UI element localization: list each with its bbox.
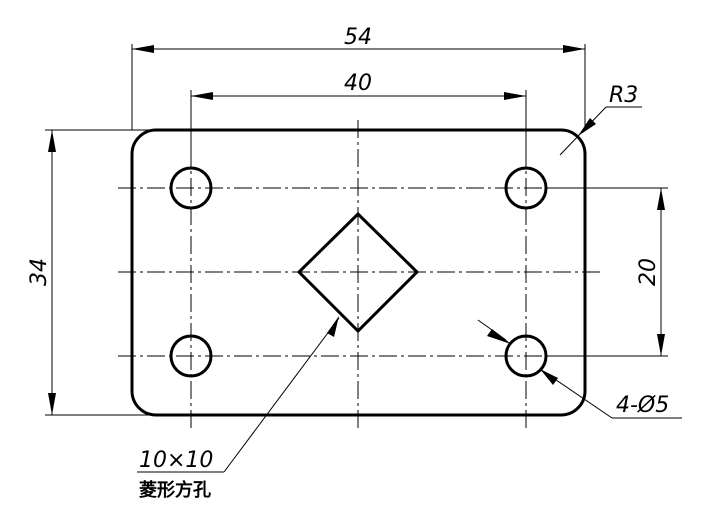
hole-bottom-left bbox=[169, 334, 213, 378]
dimension-34: 34 bbox=[27, 129, 150, 416]
dim-text-40: 40 bbox=[344, 71, 372, 96]
dim-text-20: 20 bbox=[636, 258, 661, 286]
note-square-hole: 菱形方孔 bbox=[139, 479, 211, 501]
leader-square-hole: 10×10 菱形方孔 bbox=[137, 316, 340, 501]
leader-holes: 4-Ø5 bbox=[477, 319, 682, 419]
dim-text-34: 34 bbox=[27, 258, 52, 286]
dimension-20: 20 bbox=[546, 187, 668, 357]
dim-text-square-hole: 10×10 bbox=[139, 448, 213, 473]
plate-outline bbox=[130, 128, 587, 417]
dim-text-holes: 4-Ø5 bbox=[616, 393, 669, 418]
dim-text-54: 54 bbox=[344, 25, 372, 50]
leader-r3: R3 bbox=[559, 83, 642, 156]
diamond-hole bbox=[296, 211, 420, 334]
dim-text-r3: R3 bbox=[609, 83, 638, 108]
dimension-40: 40 bbox=[190, 71, 527, 168]
centerlines bbox=[118, 120, 600, 430]
dimension-54: 54 bbox=[131, 25, 586, 130]
